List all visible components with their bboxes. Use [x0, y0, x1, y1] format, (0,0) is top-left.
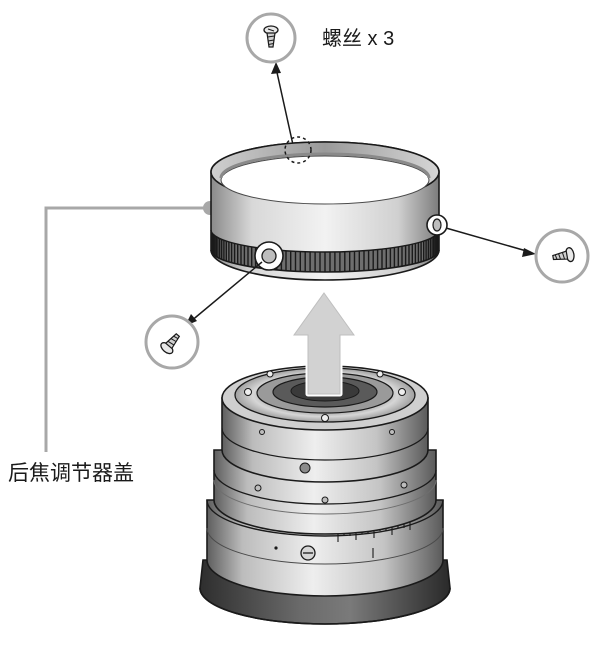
upward-arrow-icon	[291, 290, 357, 397]
screw-icon	[160, 333, 181, 355]
screw-callout-left	[144, 261, 263, 370]
screw-icon	[552, 247, 575, 263]
screw-callout-top	[245, 12, 300, 173]
screw-count-label: 螺丝 x 3	[322, 28, 395, 50]
screw-callout-right	[445, 227, 590, 284]
part-name-label: 后焦调节器盖	[8, 462, 134, 485]
screw-icon	[263, 25, 279, 48]
adjuster-cover-ring	[210, 136, 448, 281]
lens-body	[199, 365, 451, 625]
